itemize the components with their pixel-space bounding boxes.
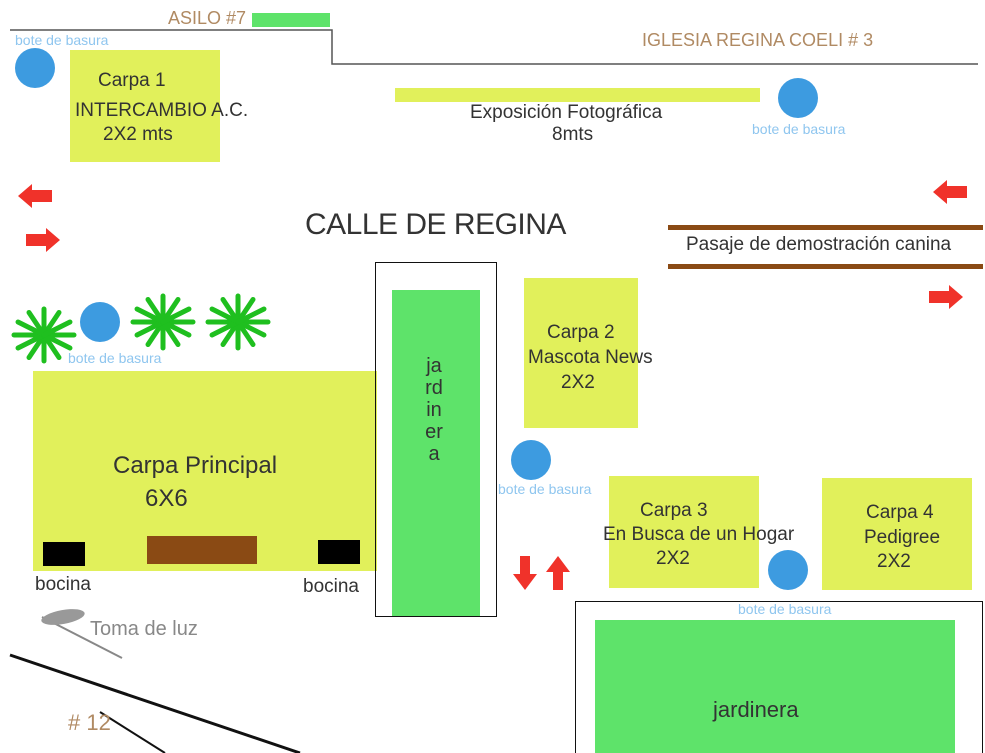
carpa-2-size: 2X2 [561, 372, 595, 393]
carpa-3-name: Carpa 3 [640, 500, 708, 521]
jardinera-vertical-frame [375, 262, 497, 617]
jardinera-vertical-label: jardinera [425, 355, 443, 465]
stage [147, 536, 257, 564]
carpa-4 [822, 478, 972, 590]
address-12-label: # 12 [68, 710, 111, 735]
toma-luz-label: Toma de luz [90, 618, 198, 640]
carpa-1 [70, 50, 220, 162]
palm-tree-icon [11, 306, 77, 364]
trash-bin-3-label: bote de basura [68, 350, 162, 366]
carpa-principal-size: 6X6 [145, 485, 188, 512]
trash-bin-4 [511, 440, 551, 480]
carpa-4-name: Carpa 4 [866, 502, 934, 523]
arrow-left-icon [933, 180, 967, 204]
iglesia-label: IGLESIA REGINA COELI # 3 [642, 30, 874, 50]
arrow-up-icon [546, 556, 570, 590]
trash-bin-5 [768, 550, 808, 590]
carpa-3-org: En Busca de un Hogar [603, 524, 795, 545]
trash-bin-1 [15, 48, 55, 88]
carpa-3 [609, 476, 759, 588]
jardinera-vertical [392, 290, 480, 616]
speaker-right-label: bocina [303, 576, 359, 597]
carpa-3-size: 2X2 [656, 548, 690, 569]
asilo-marker [252, 13, 330, 27]
trash-bin-2-label: bote de basura [752, 121, 846, 137]
exposicion-bar [395, 88, 760, 102]
jardinera-bottom [595, 620, 955, 753]
trash-bin-2 [778, 78, 818, 118]
speaker-left [43, 542, 85, 566]
carpa-2-org: Mascota News [528, 347, 653, 368]
carpa-1-name: Carpa 1 [98, 70, 166, 91]
arrow-right-icon [929, 285, 963, 309]
carpa-4-org: Pedigree [864, 527, 941, 548]
trash-bin-4-label: bote de basura [498, 481, 592, 497]
jardinera-bottom-label: jardinera [713, 697, 799, 722]
palm-tree-icon [130, 293, 196, 351]
street-label: CALLE DE REGINA [305, 208, 566, 241]
carpa-1-size: 2X2 mts [103, 124, 173, 145]
pasaje-label: Pasaje de demostración canina [686, 234, 952, 255]
speaker-left-label: bocina [35, 574, 91, 595]
exposicion-size: 8mts [552, 124, 594, 145]
carpa-4-size: 2X2 [877, 551, 911, 572]
jardinera-bottom-frame [575, 601, 983, 753]
arrow-down-icon [513, 556, 537, 590]
trash-bin-5-label: bote de basura [738, 601, 832, 617]
carpa-2-name: Carpa 2 [547, 322, 615, 343]
trash-bin-3 [80, 302, 120, 342]
arrow-right-icon [26, 228, 60, 252]
exposicion-name: Exposición Fotográfica [470, 102, 663, 123]
carpa-principal-name: Carpa Principal [113, 452, 278, 479]
carpa-2 [524, 278, 638, 428]
trash-bin-1-label: bote de basura [15, 32, 109, 48]
pasaje-line-bottom [668, 264, 983, 269]
speaker-right [318, 540, 360, 564]
pasaje-line-top [668, 225, 983, 230]
carpa-1-org: INTERCAMBIO A.C. [75, 100, 249, 121]
arrow-left-icon [18, 184, 52, 208]
asilo-label: ASILO #7 [168, 8, 247, 28]
palm-tree-icon [205, 293, 271, 351]
